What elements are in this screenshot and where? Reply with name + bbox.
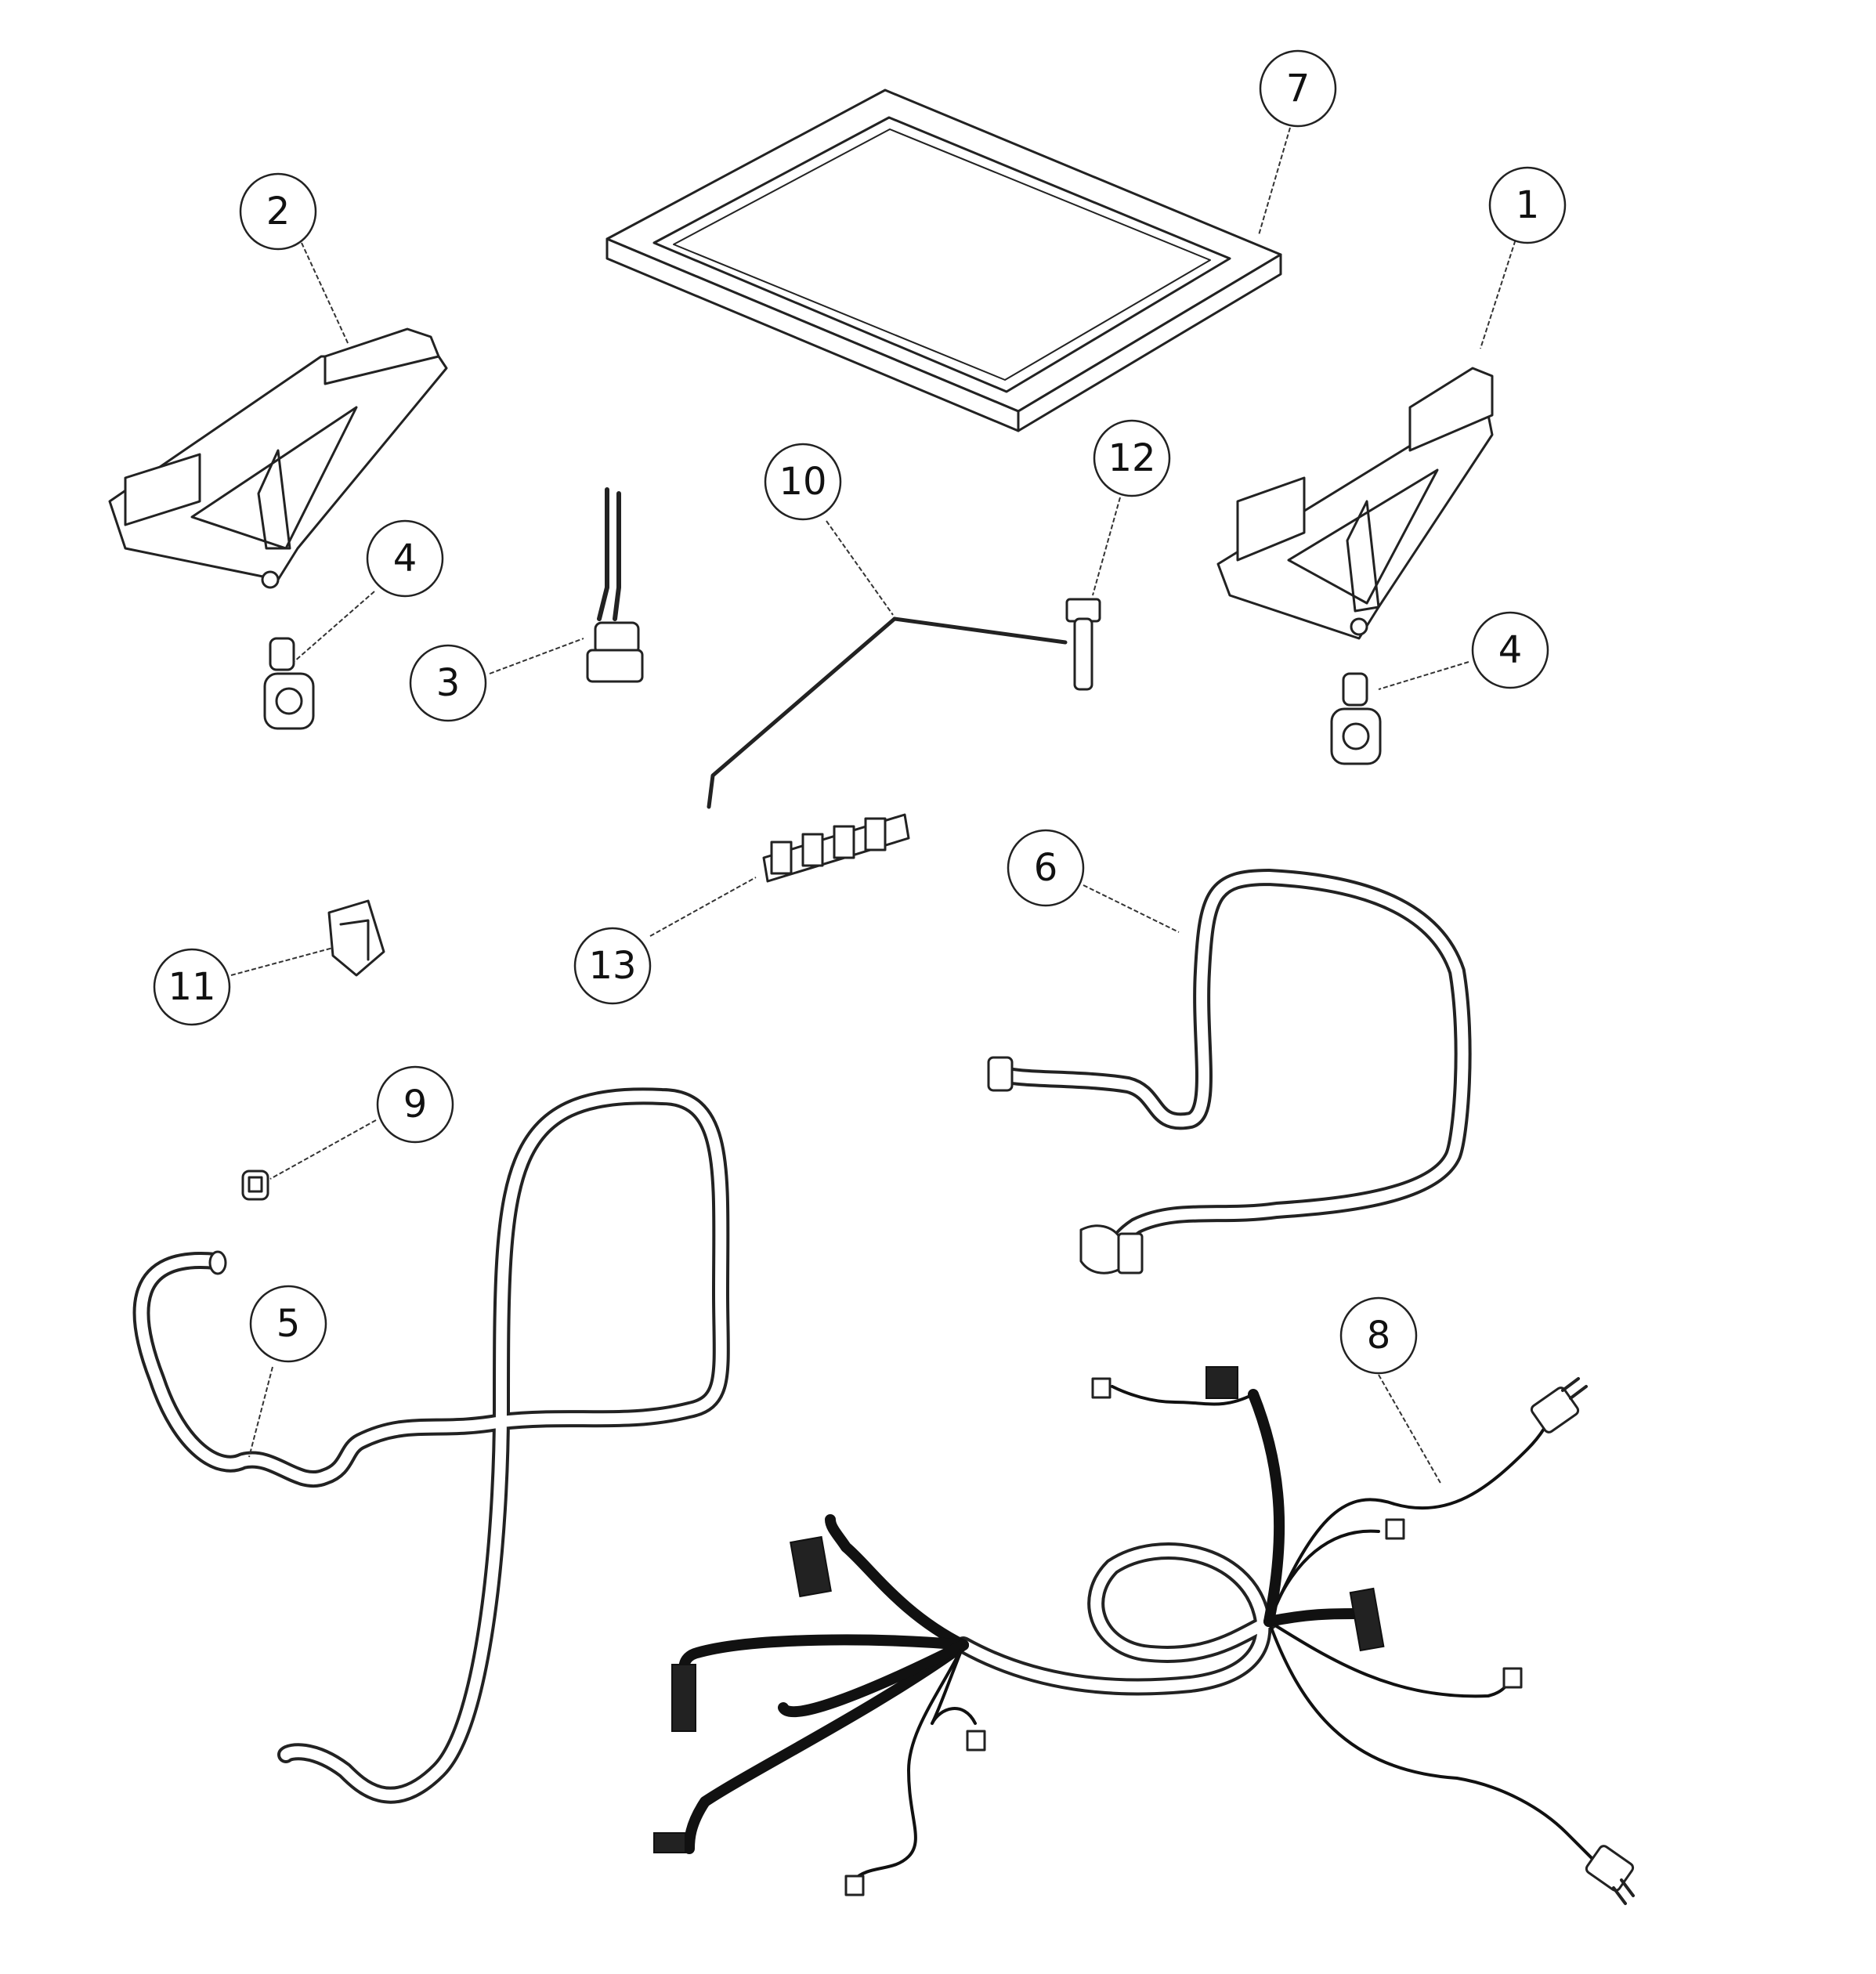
callout-5: 5 bbox=[249, 1285, 327, 1363]
power-plug-lower bbox=[1585, 1845, 1635, 1905]
clip bbox=[1065, 598, 1101, 691]
leader-3 bbox=[489, 638, 584, 674]
small-bracket bbox=[327, 899, 385, 977]
drain-hose bbox=[132, 1087, 730, 1804]
leader-6 bbox=[1083, 884, 1180, 933]
small-cap bbox=[241, 1170, 269, 1201]
callout-11: 11 bbox=[153, 948, 231, 1026]
leader-12 bbox=[1092, 497, 1121, 596]
rod bbox=[707, 616, 1068, 809]
pressure-switch bbox=[586, 487, 644, 683]
callout-4-left: 4 bbox=[366, 519, 444, 598]
leader-8 bbox=[1378, 1374, 1442, 1485]
leader-4b bbox=[1378, 661, 1469, 690]
callout-12: 12 bbox=[1093, 419, 1171, 497]
callout-label: 3 bbox=[436, 661, 461, 705]
left-bracket bbox=[108, 327, 448, 589]
lid-frame bbox=[605, 89, 1282, 432]
callout-6: 6 bbox=[1007, 829, 1085, 907]
callout-3: 3 bbox=[409, 644, 487, 722]
callout-label: 7 bbox=[1286, 67, 1310, 110]
right-bracket bbox=[1216, 367, 1494, 640]
callout-label: 6 bbox=[1034, 846, 1058, 890]
callout-9: 9 bbox=[376, 1065, 454, 1144]
callout-7: 7 bbox=[1259, 49, 1337, 128]
callout-label: 8 bbox=[1367, 1314, 1391, 1358]
leader-13 bbox=[649, 877, 757, 937]
callout-2: 2 bbox=[239, 172, 317, 251]
leader-7 bbox=[1258, 127, 1291, 236]
leader-5 bbox=[248, 1366, 273, 1458]
callout-label: 4 bbox=[393, 537, 417, 580]
leader-lines bbox=[230, 127, 1520, 1485]
callout-label: 13 bbox=[588, 944, 636, 988]
callout-label: 9 bbox=[403, 1083, 428, 1126]
callout-label: 11 bbox=[168, 965, 215, 1009]
callout-label: 2 bbox=[266, 190, 291, 233]
leader-1 bbox=[1480, 226, 1520, 349]
leader-2 bbox=[301, 242, 349, 345]
callout-label: 10 bbox=[779, 460, 826, 504]
callout-label: 12 bbox=[1108, 436, 1155, 480]
callout-label: 4 bbox=[1498, 628, 1523, 672]
callout-8: 8 bbox=[1339, 1296, 1418, 1375]
foot-left bbox=[263, 637, 315, 730]
connector-strip bbox=[762, 813, 910, 883]
callout-label: 1 bbox=[1516, 183, 1540, 227]
callout-4-right: 4 bbox=[1471, 611, 1549, 689]
wire-harness bbox=[653, 1366, 1635, 1905]
leader-10 bbox=[826, 520, 894, 616]
foot-right bbox=[1330, 672, 1382, 765]
leader-4a bbox=[293, 591, 375, 663]
power-plug-upper bbox=[1530, 1377, 1588, 1434]
callout-13: 13 bbox=[573, 927, 652, 1005]
callout-10: 10 bbox=[764, 443, 842, 521]
callout-1: 1 bbox=[1488, 166, 1567, 244]
leader-11 bbox=[230, 947, 334, 976]
callout-label: 5 bbox=[277, 1302, 301, 1346]
fill-hose bbox=[987, 869, 1472, 1274]
leader-9 bbox=[269, 1119, 377, 1180]
